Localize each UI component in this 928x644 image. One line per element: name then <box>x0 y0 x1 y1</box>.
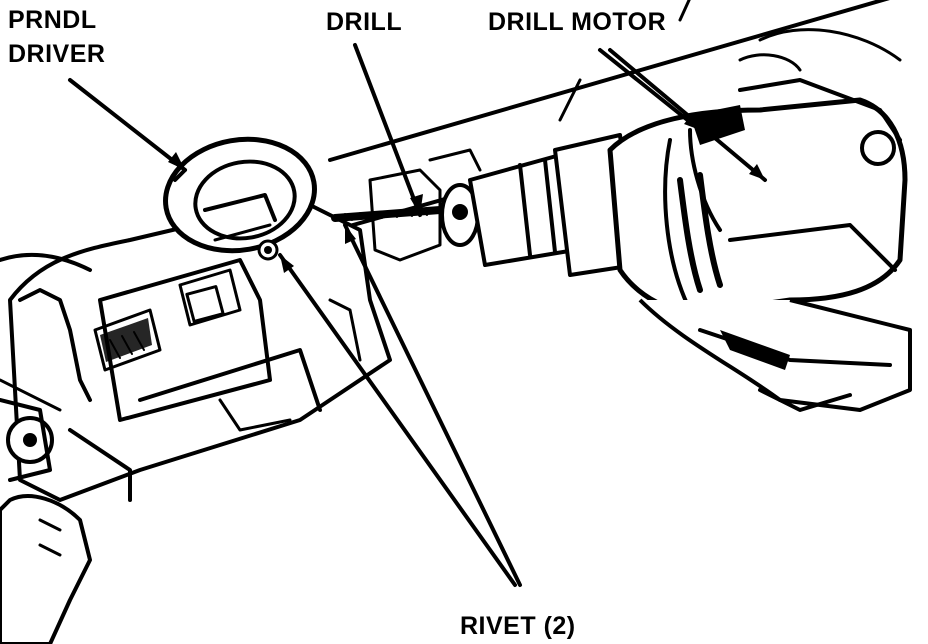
leader-drill-motor-1 <box>598 48 702 132</box>
arrowhead-prndl-driver <box>168 152 185 170</box>
arrowhead-rivet-2 <box>345 225 356 244</box>
lower-linkage <box>0 398 92 644</box>
label-rivet: RIVET (2) <box>460 612 576 640</box>
arrowhead-rivet-1 <box>280 255 294 273</box>
drill-motor-body <box>607 78 908 316</box>
drill-chuck <box>440 133 637 277</box>
label-prndl-driver-line1: PRNDL <box>8 6 97 34</box>
leader-rivet-1 <box>278 253 517 587</box>
label-prndl-driver-line2: DRIVER <box>8 40 106 68</box>
arrowhead-drill-motor-2 <box>749 164 765 180</box>
leader-drill-motor-2 <box>608 48 767 182</box>
arrowhead-drill-motor-1 <box>684 114 700 130</box>
leader-rivet-2 <box>343 223 522 587</box>
leader-lines <box>68 43 767 587</box>
drill-bit <box>331 148 482 262</box>
label-drill-motor: DRILL MOTOR <box>488 8 667 36</box>
arrowhead-drill <box>410 194 423 215</box>
hand <box>638 28 912 412</box>
leader-drill <box>353 43 422 217</box>
leader-prndl-driver <box>68 78 187 172</box>
label-drill: DRILL <box>326 8 403 36</box>
prndl-driver-ring <box>163 136 317 261</box>
